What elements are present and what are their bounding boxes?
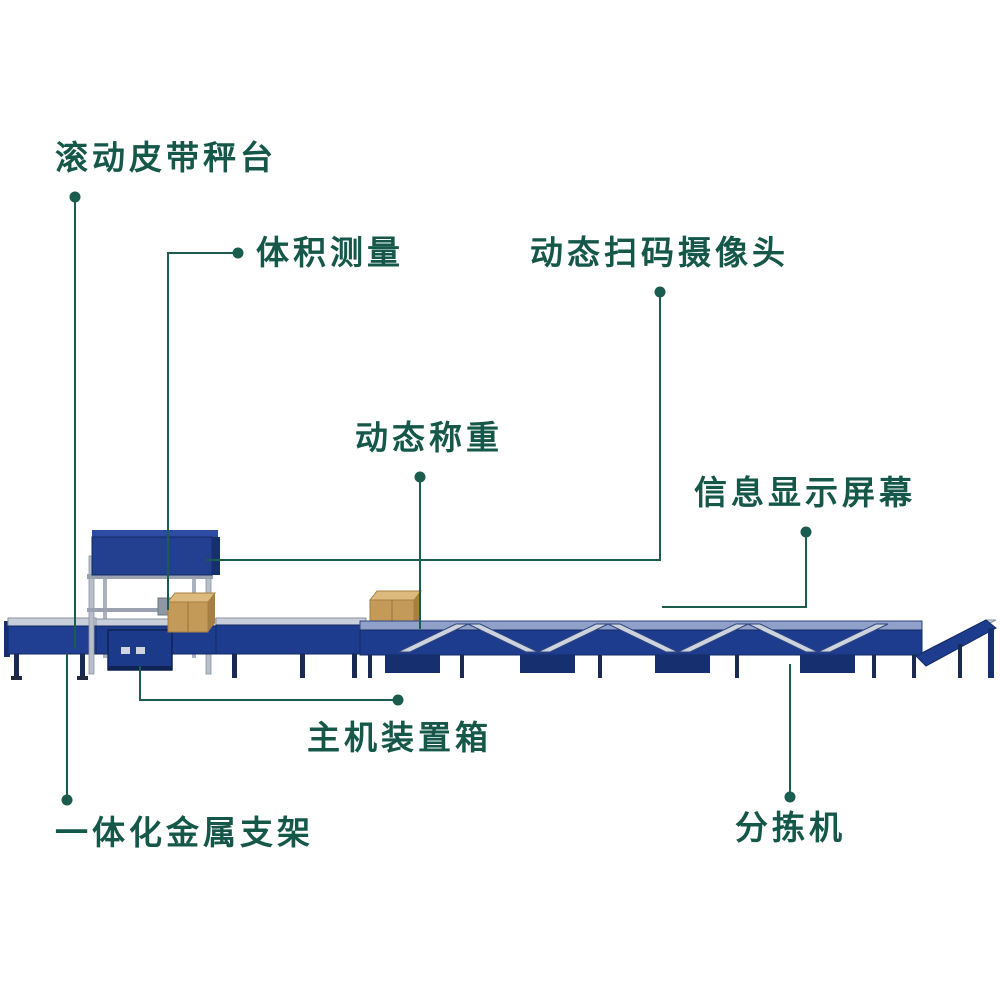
left-conveyor: [4, 617, 97, 680]
leader-metal-bracket: [61, 653, 73, 806]
sorter-cabinets: [385, 655, 855, 673]
sorter-conveyor: [359, 620, 923, 678]
leader-volume-measure: [167, 247, 244, 610]
leader-rolling-belt-scale: [69, 191, 81, 649]
label-dynamic-weighing: 动态称重: [355, 418, 503, 457]
volume-measure-unit: [91, 530, 220, 616]
label-scan-camera: 动态扫码摄像头: [530, 233, 789, 272]
label-info-screen: 信息显示屏幕: [694, 473, 916, 512]
parcel-box-1: [166, 592, 217, 633]
leader-sorter: [784, 664, 796, 803]
leader-host-box: [139, 666, 404, 706]
label-volume-measure: 体积测量: [256, 233, 404, 272]
mid-conveyor: [215, 617, 367, 678]
leader-scan-camera: [206, 286, 666, 561]
leader-info-screen: [662, 526, 812, 608]
label-metal-bracket: 一体化金属支架: [55, 813, 314, 852]
incline-conveyor: [915, 619, 997, 678]
leader-dynamic-weighing: [414, 471, 426, 629]
sorter-wedges: [397, 623, 889, 653]
label-host-box: 主机装置箱: [307, 718, 492, 757]
label-rolling-belt-scale: 滚动皮带秤台: [55, 138, 277, 177]
sorter-legs: [368, 655, 916, 678]
label-sorter: 分拣机: [735, 808, 846, 847]
